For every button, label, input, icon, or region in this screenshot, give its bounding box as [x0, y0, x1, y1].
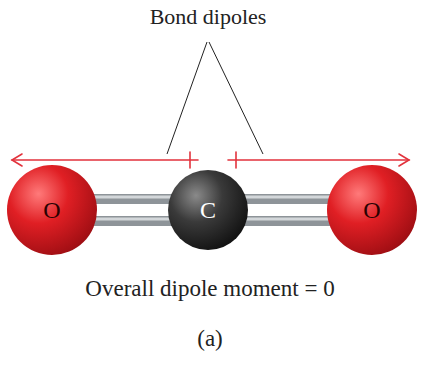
bond-highlight — [93, 196, 172, 199]
bond-highlight — [244, 218, 331, 221]
dipole-statement: Overall dipole moment = 0 — [85, 276, 334, 302]
leader-lines — [167, 42, 263, 154]
oxygen-atom: O — [7, 165, 97, 255]
callout-label: Bond dipoles — [150, 4, 267, 30]
atom-symbol: O — [363, 198, 380, 222]
leader-line — [167, 42, 207, 154]
oxygen-atom: O — [327, 165, 417, 255]
bond-bar — [93, 194, 172, 204]
dipole-arrow-head — [399, 154, 409, 166]
atom-symbol: C — [200, 198, 216, 222]
dipole-plus-tick — [235, 152, 237, 168]
double-bond — [244, 197, 331, 221]
dipole-plus-tick — [189, 152, 191, 168]
bond-highlight — [244, 196, 331, 199]
carbon-atom: C — [168, 170, 248, 250]
leader-line — [209, 42, 263, 154]
dipole-arrow-head — [12, 154, 22, 166]
dipole-arrow-shaft — [12, 159, 198, 161]
bond-bar — [93, 216, 172, 226]
bond-dipole-arrows — [12, 152, 409, 168]
double-bond — [93, 197, 172, 221]
bond-bar — [244, 194, 331, 204]
bond-bar — [244, 216, 331, 226]
figure-caption: (a) — [197, 326, 223, 352]
dipole-arrow-shaft — [228, 159, 409, 161]
atom-symbol: O — [43, 198, 60, 222]
bond-highlight — [93, 218, 172, 221]
